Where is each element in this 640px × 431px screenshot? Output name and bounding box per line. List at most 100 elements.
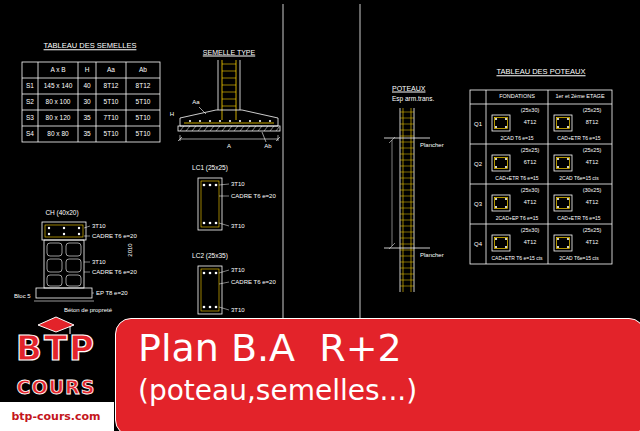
row-label: S3 <box>26 115 34 122</box>
stirrup-note: CADRE T6 e=20 <box>231 279 276 285</box>
part-note: Bloc 5 <box>14 293 31 299</box>
banner-title: Plan B.A R+2 <box>138 327 622 371</box>
logo <box>0 317 114 431</box>
column-bars <box>222 60 236 120</box>
rebar-callout: 3T10 <box>231 267 245 273</box>
typical-footing <box>178 60 280 142</box>
drawing-title: POTEAUX <box>392 85 425 92</box>
table-cell: 35 <box>83 131 90 138</box>
section-size: (25x25) <box>583 228 602 234</box>
drawing-title: SEMELLE TYPE <box>203 49 255 56</box>
divider-line <box>360 4 361 320</box>
table-header: Aa <box>107 67 115 74</box>
block-wall <box>44 240 84 288</box>
hatch <box>180 126 279 131</box>
rebar-callout: 4T12 <box>524 120 537 126</box>
stirrup-note: 2CAD T6e=15 cts <box>559 176 599 181</box>
dimension-line <box>389 137 395 249</box>
rebar-callout: 3T10 <box>231 181 245 187</box>
part-note: Béton de propreté <box>64 307 112 313</box>
divider-line <box>283 4 284 320</box>
footing-outline <box>36 288 92 298</box>
table-rules <box>22 62 160 142</box>
beam-outline <box>198 178 222 230</box>
table-header: 1er et 2ème ETAGE <box>555 94 604 100</box>
stirrup-note: CAD+ETR T6 e=15 cts <box>491 256 542 261</box>
table-header: A x B <box>50 67 65 74</box>
table-title: TABLEAU DES SEMELLES <box>44 42 137 50</box>
lean-concrete <box>178 126 280 131</box>
stirrup-note: CADRE T6 e=20 <box>231 193 276 199</box>
section-size: (25x25) <box>583 108 602 114</box>
leader-line <box>199 107 266 142</box>
slab-line <box>384 138 430 248</box>
table-header: Ab <box>139 67 147 74</box>
rebar-callout: 3T10 <box>231 223 245 229</box>
table-frame <box>470 90 612 264</box>
row-label: S1 <box>26 83 34 90</box>
table-cell: 5T10 <box>104 131 119 138</box>
stirrup-note: CAD+ETR T6 e=15 <box>557 216 600 221</box>
section-title: LC1 (25x25) <box>192 165 228 172</box>
tie-beam-ch <box>34 222 94 301</box>
row-label: Q2 <box>474 161 482 167</box>
rebar-callout: 4T12 <box>524 200 537 206</box>
rebar-callout: 4T12 <box>586 200 599 206</box>
table-cell: 5T10 <box>104 99 119 106</box>
dimension-label: H <box>170 111 174 117</box>
section-size: (25x30) <box>521 108 540 114</box>
rebar-callout: 4T12 <box>586 240 599 246</box>
stirrup-note: CADRE T6 e=20 <box>92 233 137 239</box>
rebar-callout: 3T10 <box>92 259 106 265</box>
logo-cap <box>38 317 74 332</box>
footing-bar <box>184 123 274 124</box>
rebar-callout: 4T12 <box>524 240 537 246</box>
table-cell: 145 x 140 <box>44 83 73 90</box>
logo-strip <box>0 402 114 431</box>
section-title: LC2 (25x35) <box>192 253 228 260</box>
stirrup <box>45 225 83 237</box>
rebar-callout: 4T12 <box>586 160 599 166</box>
rebar-callout: 6T12 <box>524 160 537 166</box>
rebar-callout: 8T12 <box>586 120 599 126</box>
rebar-callout: EP T8 e=20 <box>96 290 128 296</box>
level-label: Plancher <box>420 252 444 258</box>
title-banner: Plan B.A R+2 (poteau,semelles...) <box>115 318 640 431</box>
banner-subtitle: (poteau,semelles...) <box>138 375 622 407</box>
row-label: Q1 <box>474 121 482 127</box>
table-frame <box>22 62 160 142</box>
column-stub <box>218 60 240 110</box>
stirrup <box>201 181 219 227</box>
section-size: (25x25) <box>521 148 540 154</box>
table-header: H <box>85 67 90 74</box>
table-cell: 8T12 <box>104 83 119 90</box>
table-cell: 5T10 <box>136 131 151 138</box>
stirrup-note: 2CAD T6 e=15 <box>500 136 533 141</box>
stirrup-note: 2CAD+EP T6 e=15 <box>496 216 539 221</box>
logo-url: btp-cours.com <box>11 411 100 422</box>
table-cell: 7T10 <box>104 115 119 122</box>
table-cell: 8T12 <box>136 83 151 90</box>
leader-line <box>219 270 229 310</box>
stirrup-note: 2CAD T6e=15 cts <box>559 256 599 261</box>
row-label: Q3 <box>474 201 482 207</box>
stirrup-note: CAD+ETR T6 e=15 <box>495 176 538 181</box>
dimension-label: 2010 <box>127 243 133 256</box>
logo-mark: BTP <box>16 331 96 365</box>
table-cell: 80 x 100 <box>46 99 71 106</box>
table-cell: 40 <box>83 83 90 90</box>
level-label: Plancher <box>420 142 444 148</box>
rebar-callout: 3T10 <box>92 223 106 229</box>
table-rules <box>470 90 612 264</box>
logo-word: COURS <box>17 378 96 397</box>
row-label: S4 <box>26 131 34 138</box>
section-title: CH (40x20) <box>45 210 78 217</box>
beam-outline <box>42 222 86 240</box>
beam-section-lc1 <box>198 178 229 230</box>
column-elevation <box>384 108 430 292</box>
table-cell: 80 x 80 <box>47 131 68 138</box>
section-size: (25x30) <box>521 188 540 194</box>
block-holes <box>47 243 81 286</box>
